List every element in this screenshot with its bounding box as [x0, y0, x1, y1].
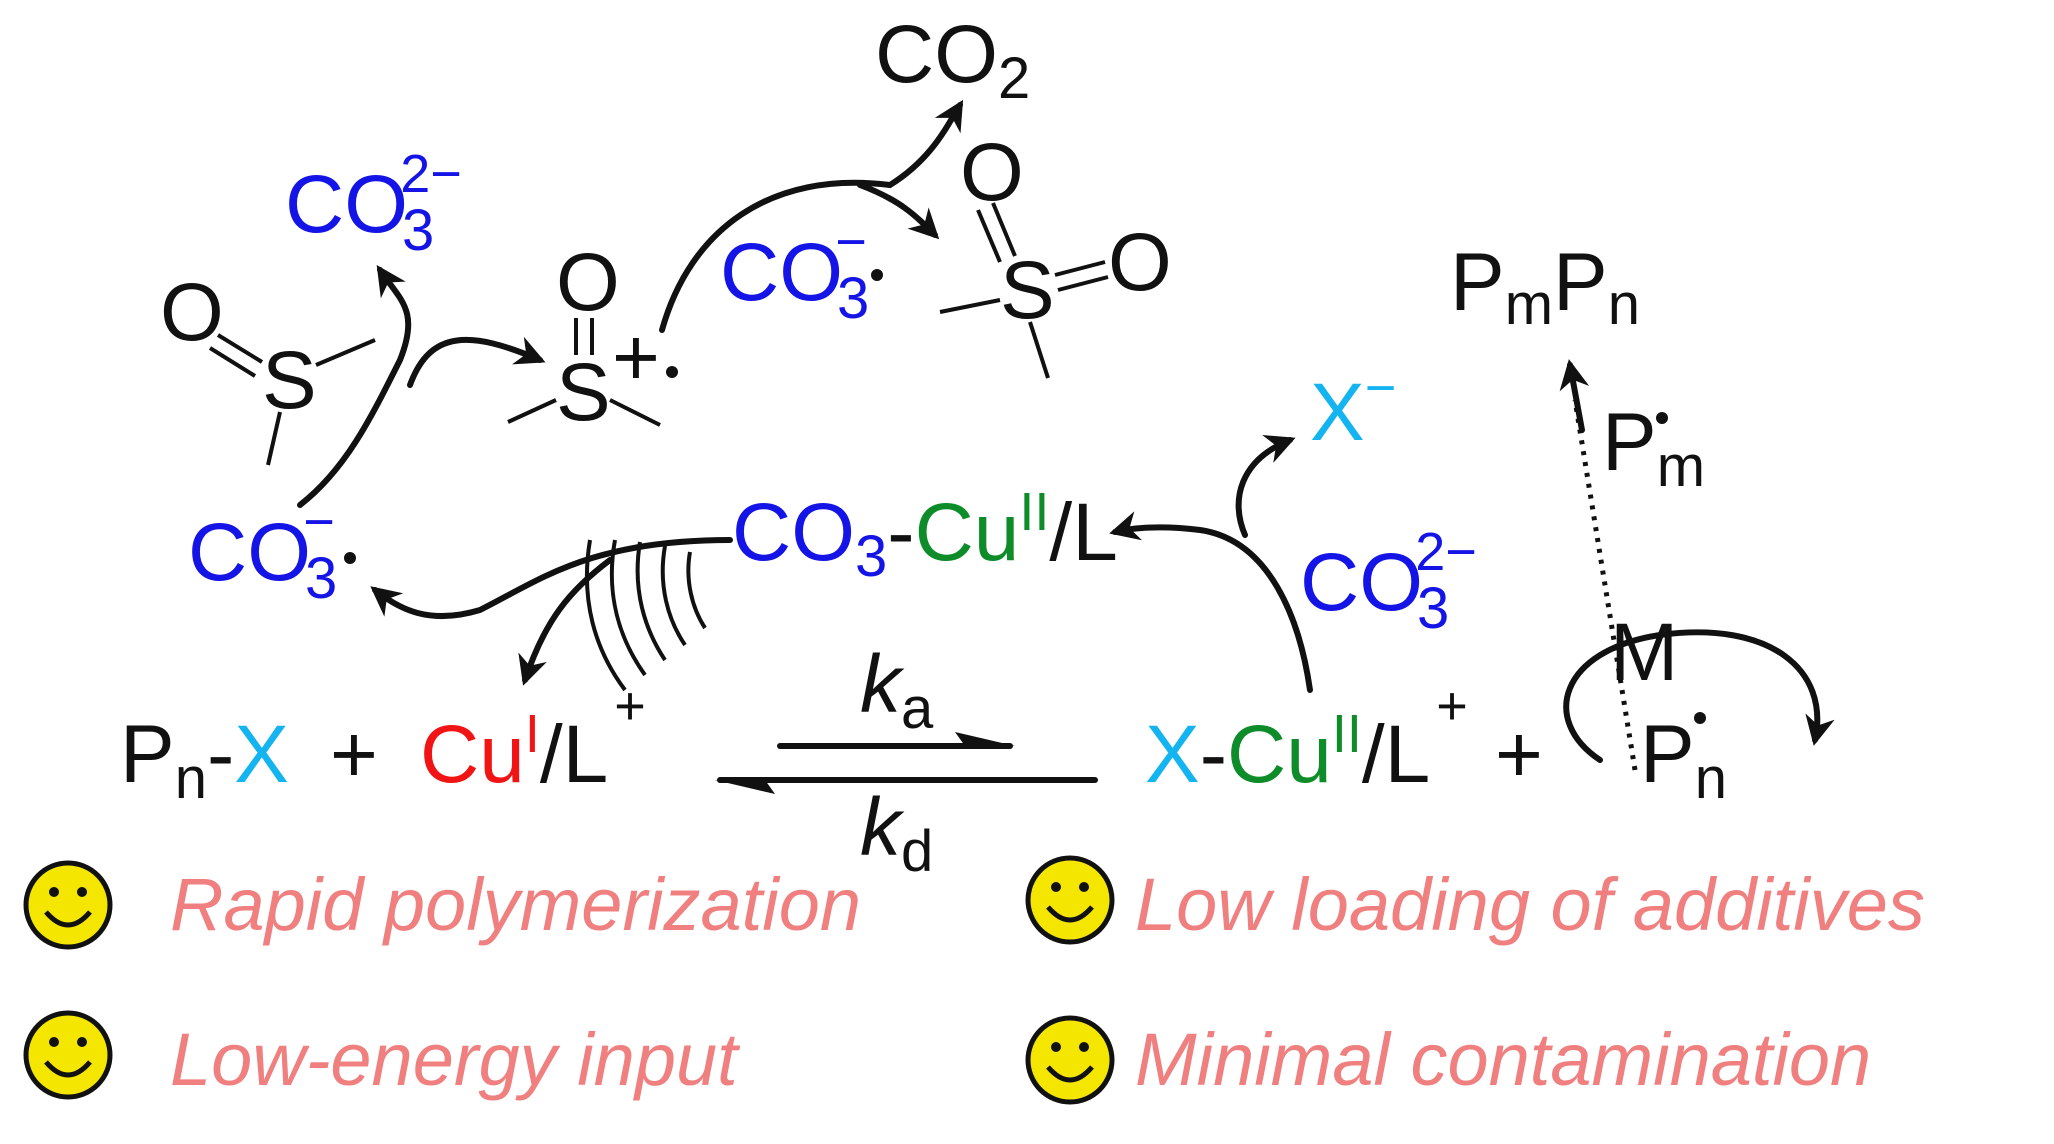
dmso-oxygen: O [160, 267, 224, 358]
radical-dot [1694, 712, 1706, 724]
arrow-to-carbonate [297, 265, 412, 508]
dmso-cation-charge: + [612, 312, 660, 403]
smiley-icon [1025, 1015, 1115, 1105]
dmso-cation-bond [609, 398, 661, 427]
halide-anion-label: X− [1310, 358, 1396, 458]
sulfone-bond [976, 209, 1002, 263]
copper-carbonate-complex: CO3-CuII/L [732, 482, 1118, 589]
dmso-cation-sulfur: S [556, 347, 611, 438]
radical-dot [1656, 412, 1668, 424]
plus-sign: + [330, 709, 378, 800]
carbonate-radical-top-label: CO3− [720, 212, 869, 331]
arrow-to-pmpn [1559, 359, 1590, 433]
arrow-to-carbonate-radical-left [370, 537, 733, 620]
arrow-to-copper-carbonate [1109, 511, 1313, 693]
dmso-sulfur: S [262, 335, 317, 426]
advantage-item: Minimal contamination [1025, 1015, 1871, 1105]
arrow-to-co2 [659, 99, 964, 333]
carbonate-right-label: CO32− [1300, 522, 1477, 641]
sulfone-bond [991, 202, 1017, 257]
advantage-label: Low-energy input [170, 1018, 741, 1101]
dmso-radical-cation: O S + [507, 237, 678, 438]
advantage-label: Low loading of additives [1135, 863, 1925, 946]
dmso-cation-bond [507, 398, 557, 424]
carbonate-top-label: CO32− [285, 144, 462, 263]
sulfone-bond [1054, 260, 1106, 277]
advantage-item: Low-energy input [23, 1010, 741, 1101]
sulfone-bond [1028, 321, 1050, 379]
plus-sign: + [1495, 709, 1543, 800]
pm-radical-label: Pm [1602, 397, 1705, 499]
radical-dot [871, 269, 883, 281]
dmso-bond [315, 338, 376, 367]
activation-rate-constant: ka [860, 639, 934, 741]
sulfone-oxygen-right: O [1108, 217, 1172, 308]
smiley-icon [23, 860, 113, 950]
cu-i-complex: CuI/L+ [420, 676, 646, 800]
smiley-icon [1025, 855, 1115, 945]
activation-arrowhead [955, 732, 1015, 746]
advantage-label: Rapid polymerization [170, 863, 861, 946]
advantage-item: Low loading of additives [1025, 855, 1925, 946]
deactivation-rate-constant: kd [860, 782, 933, 884]
smiley-icon [23, 1010, 113, 1100]
advantage-item: Rapid polymerization [23, 860, 861, 950]
termination-path [1572, 399, 1638, 771]
sulfone-bond [939, 298, 1001, 314]
pmpn-label: PmPn [1450, 237, 1640, 337]
pn-radical-label: Pn [1640, 709, 1727, 811]
propagation-arrow [1563, 629, 1835, 763]
radical-dot [666, 366, 678, 378]
advantage-label: Minimal contamination [1135, 1018, 1871, 1101]
arrow-to-carbonate-radical [857, 182, 940, 240]
monomer-label: M [1610, 607, 1678, 698]
co2-label: CO2 [875, 9, 1030, 111]
deactivation-arrowhead [715, 780, 775, 794]
arrow-to-cu-i [518, 557, 613, 686]
dmso-cation-oxygen: O [556, 237, 620, 328]
dormant-chain-label: Pn-X [120, 709, 289, 811]
sulfone-oxygen-top: O [960, 127, 1024, 218]
cu-ii-halide-complex: X-CuII/L+ [1145, 676, 1468, 800]
dmso-bond [208, 346, 257, 378]
radical-dot [344, 552, 356, 564]
light-irradiation-icon [584, 539, 707, 692]
sulfone-bond [1057, 275, 1109, 292]
sulfone-sulfur: S [1000, 245, 1055, 336]
dmso-bond [216, 333, 264, 364]
dmso-molecule: O S [160, 267, 376, 466]
arrow-to-dmso-cation [407, 336, 546, 388]
carbonate-radical-left-label: CO3− [188, 492, 337, 611]
dmso-bond [266, 411, 282, 466]
dmso2-molecule: O S O [939, 127, 1172, 379]
arrow-to-halide-anion [1235, 435, 1296, 538]
